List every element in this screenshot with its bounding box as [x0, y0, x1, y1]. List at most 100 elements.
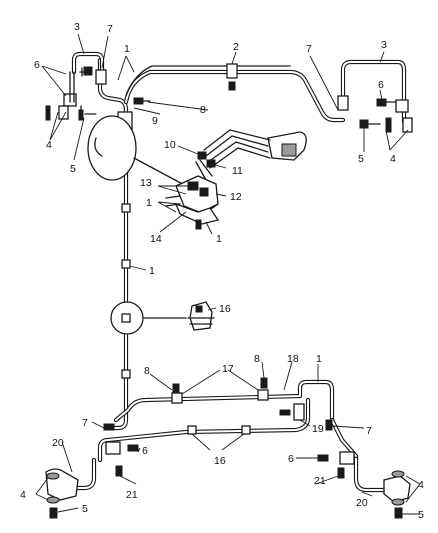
callout-8: 8 [254, 353, 260, 365]
callout-3: 3 [381, 39, 387, 51]
callout-4: 4 [20, 489, 26, 501]
mounting-bracket-icon [174, 202, 220, 225]
callout-14: 14 [150, 233, 162, 245]
tube-fitting-icon [187, 181, 199, 191]
tube-fitting-icon [337, 95, 349, 111]
leader-lines [35, 33, 421, 515]
callout-10: 10 [164, 139, 176, 151]
callout-8: 8 [200, 104, 206, 116]
callout-9: 9 [152, 115, 158, 127]
bolt-icon [279, 409, 291, 416]
callout-1: 1 [124, 43, 130, 55]
callout-16: 16 [219, 303, 231, 315]
right-upper-tube-detail [337, 59, 413, 133]
callout-8: 8 [144, 365, 150, 377]
proportioning-valve-icon [293, 403, 305, 421]
bolt-icon [127, 444, 139, 452]
grommet-icon [402, 117, 413, 133]
bolt-icon [49, 507, 58, 519]
bolt-icon [195, 219, 202, 230]
tube-fitting-icon [226, 63, 238, 79]
grommet-icon [391, 498, 405, 506]
tube-fitting-icon [103, 423, 115, 431]
callout-6: 6 [288, 453, 294, 465]
tube-fitting-icon [187, 425, 197, 435]
tube-fitting-icon [206, 159, 216, 168]
callout-20: 20 [52, 437, 64, 449]
grommet-icon [46, 472, 60, 480]
tube-fitting-icon [121, 259, 131, 269]
callout-7: 7 [82, 417, 88, 429]
left-upper-tube-detail [45, 51, 107, 121]
master-cylinder-assembly [195, 129, 307, 181]
left-rear-hose-bracket [45, 441, 139, 519]
tube-fitting-icon [105, 441, 121, 455]
right-rear-hose-bracket [317, 451, 411, 519]
tube-fitting-icon [339, 451, 355, 465]
callout-2: 2 [233, 41, 239, 53]
bolt-icon [133, 97, 144, 105]
callout-7: 7 [366, 425, 372, 437]
tube-fitting-icon [121, 313, 131, 323]
callout-4: 4 [390, 153, 396, 165]
callout-5: 5 [358, 153, 364, 165]
bolt-icon [195, 305, 203, 313]
grommet-icon [46, 496, 60, 504]
callout-1: 1 [146, 197, 152, 209]
tube-fitting-icon [171, 392, 183, 404]
grommet-icon [391, 470, 405, 478]
callout-4: 4 [46, 139, 52, 151]
tube-fitting-icon [95, 69, 107, 85]
mounting-bracket-icon [395, 99, 409, 113]
callout-19: 19 [312, 423, 324, 435]
grommet-icon [45, 105, 51, 121]
tube-clip-detail [187, 301, 215, 331]
callout-4: 4 [418, 479, 424, 491]
callout-21: 21 [314, 475, 326, 487]
grommet-icon [58, 105, 69, 120]
bolt-icon [228, 81, 236, 91]
callout-6: 6 [34, 59, 40, 71]
callout-6: 6 [142, 445, 148, 457]
tube-fitting-icon [325, 419, 333, 431]
callout-21: 21 [126, 489, 138, 501]
callout-6: 6 [378, 79, 384, 91]
callout-5: 5 [418, 509, 424, 521]
tube-fitting-icon [121, 203, 131, 213]
callout-20: 20 [356, 497, 368, 509]
tube-fitting-icon [197, 151, 207, 160]
callout-1: 1 [216, 233, 222, 245]
tube-fitting-icon [121, 369, 131, 379]
callout-5: 5 [70, 163, 76, 175]
callout-1: 1 [149, 265, 155, 277]
bolt-icon [394, 507, 403, 519]
callout-1: 1 [316, 353, 322, 365]
callout-17: 17 [222, 363, 234, 375]
tube-fitting-icon [199, 187, 209, 197]
tube-fitting-icon [257, 389, 269, 401]
callout-labels: 3 7 1 2 7 3 6 4 5 6 4 5 8 9 10 11 13 1 1… [20, 21, 424, 521]
bolt-icon [260, 377, 268, 389]
grommet-icon [385, 117, 392, 133]
tube-fitting-icon [241, 425, 251, 435]
combination-valve-bracket [165, 175, 220, 230]
bolt-icon [337, 467, 345, 479]
bolt-icon [78, 109, 84, 121]
callout-7: 7 [306, 43, 312, 55]
callout-16: 16 [214, 455, 226, 467]
callout-3: 3 [74, 21, 80, 33]
bolt-icon [83, 66, 93, 76]
magnified-view-circle [87, 115, 137, 181]
bolt-icon [376, 98, 387, 107]
callout-13: 13 [140, 177, 152, 189]
mounting-bracket-icon [383, 475, 411, 503]
callout-5: 5 [82, 503, 88, 515]
master-cylinder-reservoir [281, 143, 297, 157]
bolt-icon [317, 454, 329, 462]
bolt-icon [115, 465, 123, 477]
callout-12: 12 [230, 191, 242, 203]
callout-11: 11 [232, 165, 243, 177]
main-brake-tube [97, 57, 346, 431]
